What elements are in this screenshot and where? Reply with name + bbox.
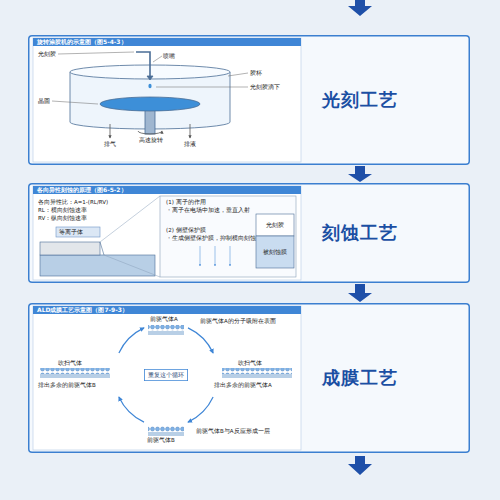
thumbnail-ground [33,38,301,162]
part-label: 胶杯 [250,70,262,76]
part-label: 前驱气体B [147,437,175,443]
part-label: 排出多余的前驱气体A [214,382,272,388]
panel-ground [28,183,470,283]
leader-lines [52,52,248,104]
part-label: 前驱气体B与A反应形成一层 [196,428,270,434]
figure-title: 旋转涂胶机的示意图（图5-4-3） [37,38,127,46]
flow-arrow [348,456,372,475]
part-label: 前驱气体A [150,316,178,322]
process-panel: 光刻工艺 旋转涂胶机的示意图（图5-4-3） [28,35,470,165]
flow-arrow [348,284,372,302]
part-label: 被刻蚀膜 [263,249,287,255]
part-label: 喷嘴 [163,53,175,59]
title-bar [33,306,301,314]
cycle-label: 重复这个循环 [148,372,184,378]
part-label: 高速旋转 [139,137,163,143]
part-label: 排气 [104,141,116,147]
figure-title: 各向异性刻蚀的原理（图6-5-2） [37,186,127,194]
thumbnail-ground [33,186,301,280]
process-name: 成膜工艺 [322,366,398,390]
part-label: 吹扫气体 [238,360,262,366]
part-label: 各向异性比：A=1-(RL/RV) [38,199,108,205]
part-label: 光刻胶滴下 [250,84,280,90]
thumbnail-ground [33,306,301,450]
part-label: 前驱气体A的分子吸附在表面 [200,318,276,324]
flow-arrows [110,124,190,138]
part-label: RL：横向刻蚀速率 [38,207,87,213]
part-label: 排液 [184,141,196,147]
part-label: (1) 离子的作用 [166,199,206,205]
ald-cycle-arrows [119,328,213,422]
part-label: RV：纵向刻蚀速率 [38,215,87,221]
part-label: 光刻胶 [266,222,284,228]
part-label: ・生成侧壁保护膜，抑制横向刻蚀 [166,235,256,241]
part-label: 排出多余的前驱气体B [38,382,96,388]
molecule-rows [40,325,292,436]
part-label: 光刻胶 [38,51,56,57]
panel-ground [28,35,470,165]
process-name: 光刻工艺 [322,88,398,112]
part-label: 吹扫气体 [58,360,82,366]
part-label: 等离子体 [59,229,83,235]
cycle-box: 重复这个循环 [144,369,188,381]
spin-coater [70,52,230,134]
panel-ground [28,303,470,453]
figure-title: ALD成膜工艺示意图（图7-9-3） [37,306,128,314]
process-name: 刻蚀工艺 [322,221,398,245]
title-bar [33,38,301,46]
part-label: ・离子在电场中加速，垂直入射 [166,207,250,213]
flow-arrow [348,0,372,16]
title-bar [33,186,301,194]
process-panel: 刻蚀工艺 各向异性刻蚀的原理（图6-5-2） [28,183,470,283]
part-label: (2) 侧壁保护膜 [166,227,206,233]
flow-arrow [348,166,372,182]
part-label: 晶圆 [38,98,50,104]
